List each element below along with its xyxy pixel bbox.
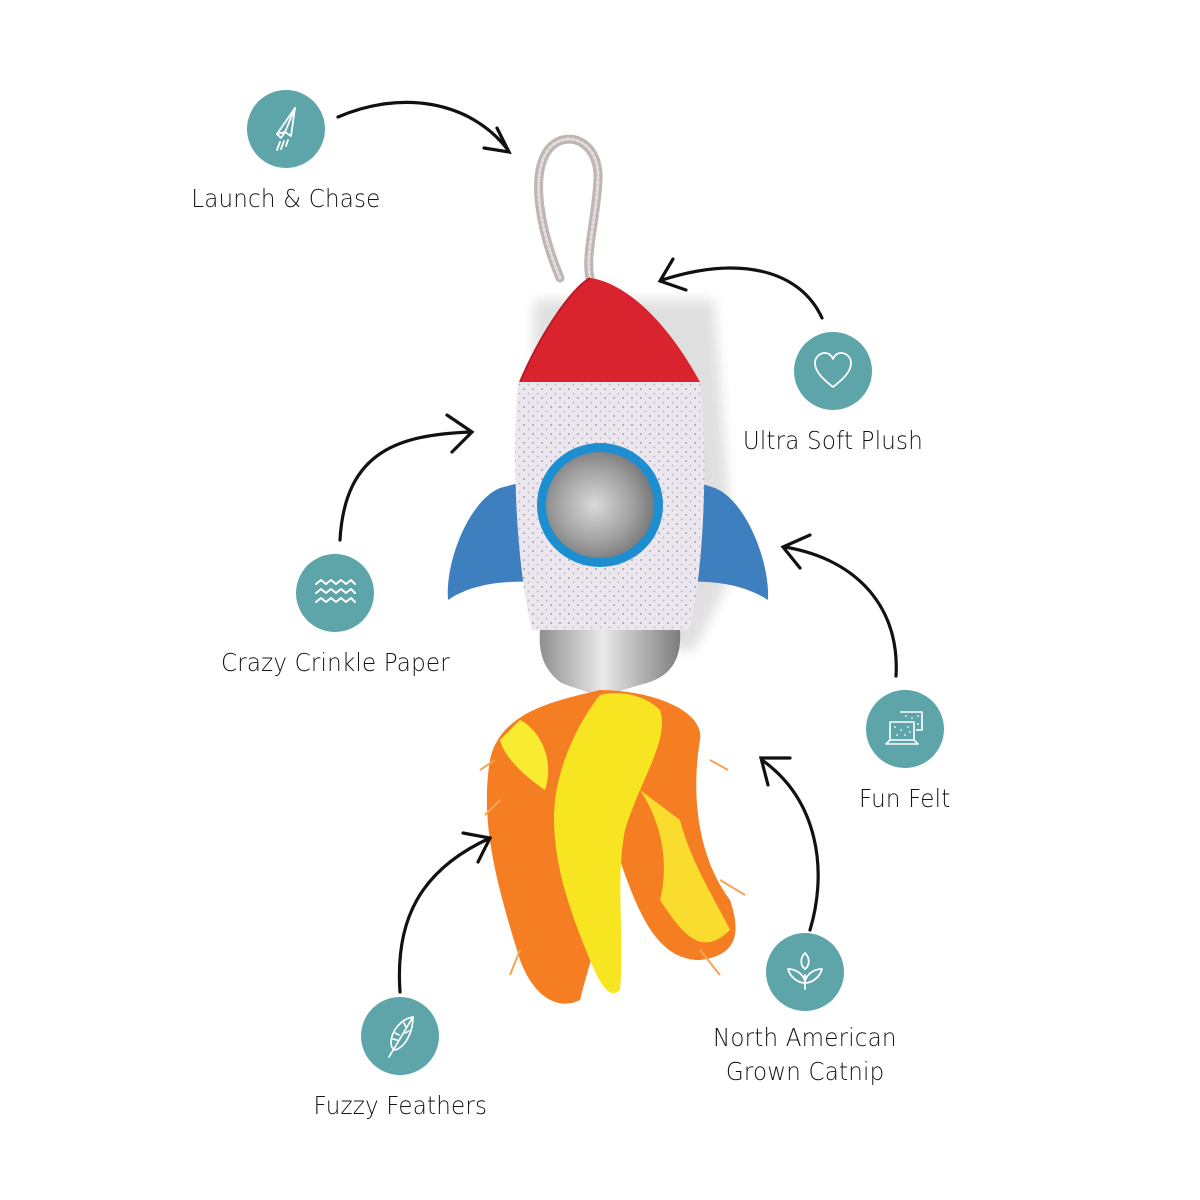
paper-plane-icon: [247, 90, 325, 168]
feature-label: Ultra Soft Plush: [742, 426, 924, 455]
feature-label: Crazy Crinkle Paper: [220, 648, 450, 677]
arrow-catnip: [760, 758, 820, 932]
feature-crazy-crinkle-paper: Crazy Crinkle Paper: [210, 554, 460, 680]
heart-icon: [794, 332, 872, 410]
waves-icon: [296, 554, 374, 632]
feature-label: Fun Felt: [859, 784, 951, 813]
sprout-icon: [766, 933, 844, 1011]
feature-launch-chase: Launch & Chase: [186, 90, 386, 216]
felt-sheets-icon: [866, 690, 944, 768]
feather-icon: [361, 997, 439, 1075]
feature-label: Launch & Chase: [191, 184, 381, 213]
arrow-ultra-soft-plush: [660, 266, 824, 320]
feature-label-line1: North American: [713, 1023, 897, 1052]
feature-label: Fuzzy Feathers: [313, 1091, 487, 1120]
feature-fuzzy-feathers: Fuzzy Feathers: [300, 997, 500, 1123]
feature-fun-felt: Fun Felt: [835, 690, 975, 816]
arrow-fuzzy-feathers: [397, 836, 492, 994]
arrow-fun-felt: [783, 545, 898, 678]
feature-label-line2: Grown Catnip: [725, 1057, 885, 1086]
arrow-crazy-crinkle: [338, 430, 472, 542]
feature-north-american-catnip: North American Grown Catnip: [700, 933, 910, 1089]
feature-ultra-soft-plush: Ultra Soft Plush: [733, 332, 933, 458]
